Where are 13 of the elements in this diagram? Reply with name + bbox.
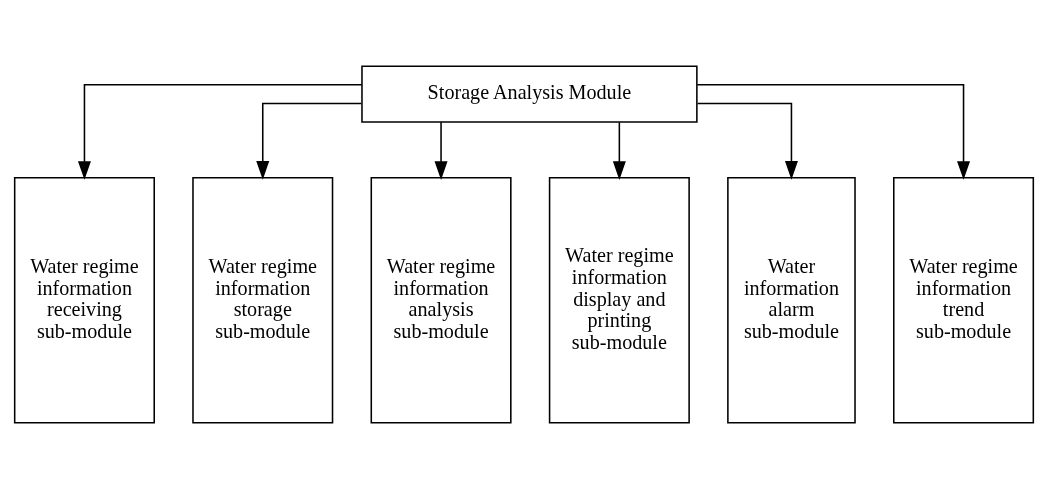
node-box: Water regime information receiving sub-module [13,177,155,424]
node-box: Storage Analysis Module [361,65,698,123]
node-box: Water regime information trend sub-module [893,177,1035,424]
arrow [434,121,448,180]
node-box: Water regime information analysis sub-module [370,177,512,424]
arrow [696,102,798,180]
node-box: Water regime information storage sub-module [192,177,334,424]
node-box: Water information alarm sub-module [727,177,856,424]
node-box: Water regime information display and printing sub-module [548,177,690,424]
arrow [612,121,626,180]
arrow [696,84,971,180]
arrow [77,84,363,180]
arrow [256,102,363,180]
